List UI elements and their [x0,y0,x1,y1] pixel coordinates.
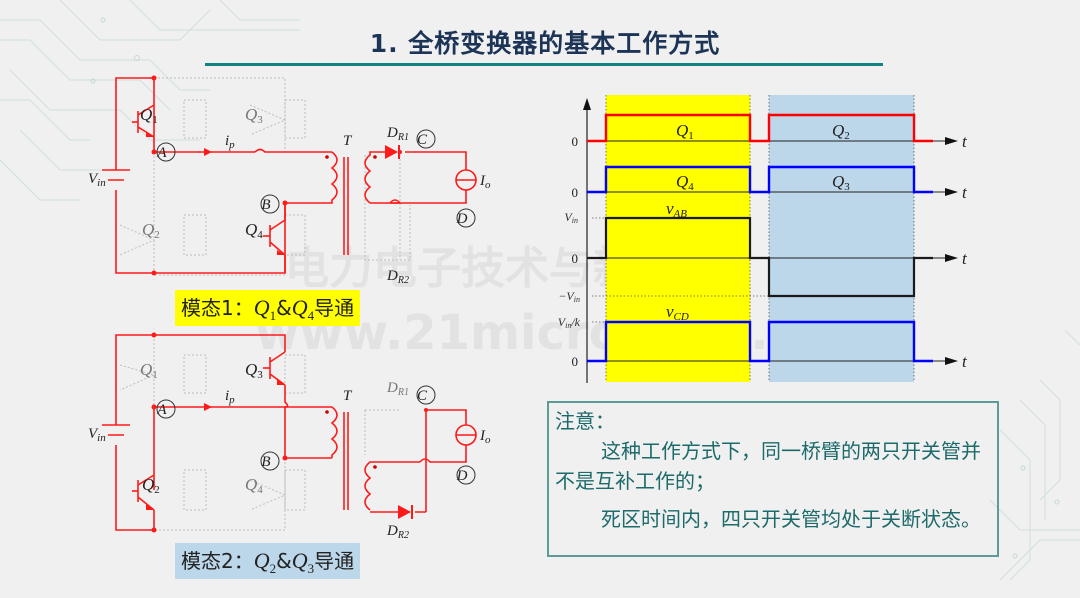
mode1-caption-suffix: 导通 [314,296,355,320]
q1-label: Q1 [140,105,158,126]
mode1-interval-highlight [606,95,750,382]
vin-label: Vin [88,171,106,189]
row1-time-label: t [962,132,968,151]
vin-label: Vin [88,426,106,444]
vab-low-label: −Vin [558,289,580,304]
q4-label: Q4 [245,475,263,496]
circuit-mode2-diagram: A B C D Vin Q1 Q3 Q2 Q4 ip T DR1 DR2 Io [88,332,491,540]
slide-title: 1. 全桥变换器的基本工作方式 [369,29,721,58]
mode2-switch-a-sub: 2 [269,561,277,576]
inactive-switches [119,335,400,531]
time-axis-arrows [945,137,958,365]
row2-time-label: t [962,183,968,202]
node-d-label: D [456,468,468,484]
circuit-markers [146,75,402,276]
node-circles [156,385,476,485]
mode2-amp: & [276,549,292,573]
active-current-path [102,77,467,274]
mode2-switch-b-sub: 3 [307,561,315,576]
q3-label: Q3 [245,105,263,126]
row2-zero-label: 0 [572,185,579,200]
vcd-title: vCD [666,302,689,323]
mode1-switch-b-sub: 4 [307,308,315,323]
title-underline [205,63,883,66]
node-a-label: A [156,402,167,418]
q1-q2-gate-signal [587,113,933,143]
q2-pulse-label: Q2 [832,121,850,142]
q2-label: Q2 [142,475,160,496]
inactive-switches [119,77,411,276]
row1-zero-label: 0 [572,134,579,149]
active-current-path [102,334,467,531]
dr2-label: DR2 [386,268,409,285]
dr2-label: DR2 [386,523,409,540]
vcd-waveform [587,320,933,363]
node-a-label: A [156,145,167,161]
mode2-interval-highlight [769,95,914,382]
note-paragraph-1: 这种工作方式下，同一桥臂的两只开关管并不是互补工作的； [555,436,991,496]
io-label: Io [479,173,491,191]
q4-pulse-label: Q4 [676,172,694,193]
mode2-caption-suffix: 导通 [314,549,355,573]
dr1-label: DR1 [386,380,409,398]
node-circles [156,129,476,228]
vab-waveform [587,216,933,298]
note-paragraph-2-text: 死区时间内，四只开关管均处于关断状态。 [601,507,981,531]
vertical-axis-arrow [583,98,591,110]
q4-q3-gate-signal [587,165,933,194]
mode1-switch-a-sub: 1 [269,308,277,323]
q4-label: Q4 [245,220,263,241]
note-paragraph-2: 死区时间内，四只开关管均处于关断状态。 [555,504,991,534]
node-d-label: D [456,211,468,227]
node-b-label: B [261,197,270,213]
node-b-label: B [261,454,270,470]
row3-zero-label: 0 [572,251,579,266]
vab-high-label: Vin [564,210,578,225]
mode1-switch-b: Q [291,295,308,320]
transformer-label: T [343,388,353,404]
q3-label: Q3 [245,360,263,381]
q2-label: Q2 [142,220,160,241]
dr1-label: DR1 [386,125,409,143]
q1-pulse-label: Q1 [676,121,694,142]
circuit-mode1-diagram: A B C D Vin Q1 Q3 Q2 Q4 ip T DR1 DR2 Io [88,75,491,285]
note-paragraph-1-text: 这种工作方式下，同一桥臂的两只开关管并不是互补工作的； [555,439,981,493]
mode2-caption: 模态2：Q2&Q3导通 [175,543,361,579]
note-heading: 注意： [555,409,615,433]
node-c-label: C [417,388,428,404]
row4-time-label: t [962,352,968,371]
circuit-markers [146,332,428,533]
mode1-amp: & [276,296,292,320]
ip-label: ip [225,133,235,151]
io-label: Io [479,428,491,446]
ip-label: ip [225,388,235,406]
mode1-caption: 模态1：Q1&Q4导通 [175,290,361,326]
mode1-switch-a: Q [253,295,270,320]
mode2-switch-a: Q [253,548,270,573]
mode2-caption-prefix: 模态2： [181,549,254,573]
node-c-label: C [417,132,428,148]
mode2-switch-b: Q [291,548,308,573]
row4-zero-label: 0 [572,354,579,369]
waveform-diagram: 0 0 0 0 t t t t Q1 Q2 Q4 Q3 vAB vCD Vin … [558,95,968,383]
vab-title: vAB [666,199,687,220]
row3-time-label: t [962,249,968,268]
q1-label: Q1 [140,360,158,381]
q3-pulse-label: Q3 [832,172,850,193]
note-box: 注意： 这种工作方式下，同一桥臂的两只开关管并不是互补工作的； 死区时间内，四只… [547,401,999,557]
transformer-label: T [343,133,353,149]
mode1-caption-prefix: 模态1： [181,296,254,320]
vcd-high-label: Vin/k [558,315,581,330]
